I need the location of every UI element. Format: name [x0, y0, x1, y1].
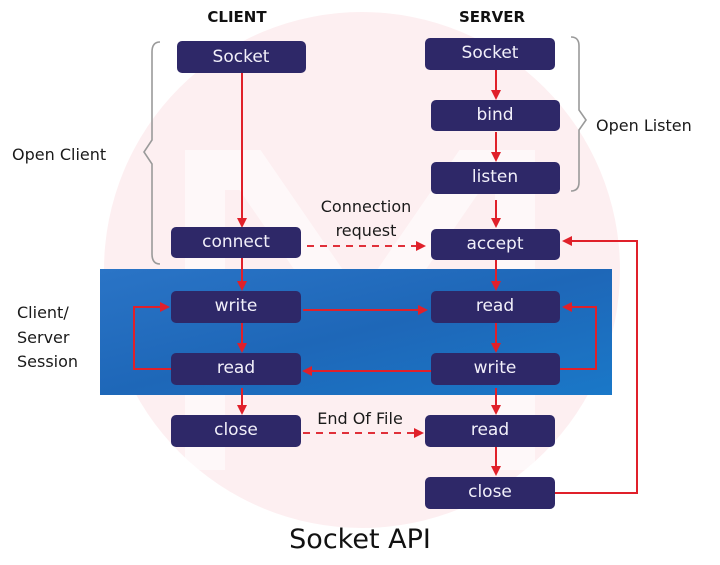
svg-text:accept: accept [466, 234, 523, 254]
open-listen-brace [570, 36, 587, 192]
session-label-line3: Session [17, 352, 78, 371]
open-client-label: Open Client [12, 145, 106, 164]
svg-text:write: write [474, 358, 517, 378]
node-server-listen: listen [431, 162, 560, 194]
svg-text:bind: bind [476, 105, 513, 125]
node-client-read: read [171, 353, 301, 385]
open-listen-label: Open Listen [596, 116, 692, 135]
svg-text:read: read [476, 296, 514, 316]
node-server-close: close [425, 477, 555, 509]
node-server-write: write [431, 353, 560, 385]
svg-text:read: read [471, 420, 509, 440]
svg-text:Socket: Socket [213, 47, 270, 67]
node-server-bind: bind [431, 100, 560, 131]
svg-text:connect: connect [202, 232, 270, 252]
svg-text:read: read [217, 358, 255, 378]
svg-text:write: write [215, 296, 258, 316]
node-client-close: close [171, 415, 301, 447]
node-client-connect: connect [171, 227, 301, 258]
edge-server-write-loop-to-read [560, 302, 597, 370]
eof-label: End Of File [317, 409, 403, 428]
svg-text:listen: listen [472, 167, 518, 187]
node-server-accept: accept [431, 229, 560, 260]
node-server-read: read [431, 291, 560, 323]
connection-label-line2: request [336, 221, 397, 240]
session-label-line1: Client/ [17, 303, 69, 322]
node-client-write: write [171, 291, 301, 323]
diagram-title: Socket API [289, 524, 431, 555]
svg-text:close: close [214, 420, 258, 440]
open-client-brace [143, 41, 161, 265]
node-server-read-eof: read [425, 415, 555, 447]
edge-close-to-accept [555, 236, 638, 494]
server-header: SERVER [459, 8, 525, 26]
node-client-socket: Socket [177, 41, 306, 73]
client-header: CLIENT [207, 8, 267, 26]
edge-client-read-loop-to-write [133, 302, 172, 370]
connection-label-line1: Connection [321, 197, 412, 216]
svg-text:Socket: Socket [462, 43, 519, 63]
node-server-socket: Socket [425, 38, 555, 70]
session-label-line2: Server [17, 328, 70, 347]
svg-text:close: close [468, 482, 512, 502]
